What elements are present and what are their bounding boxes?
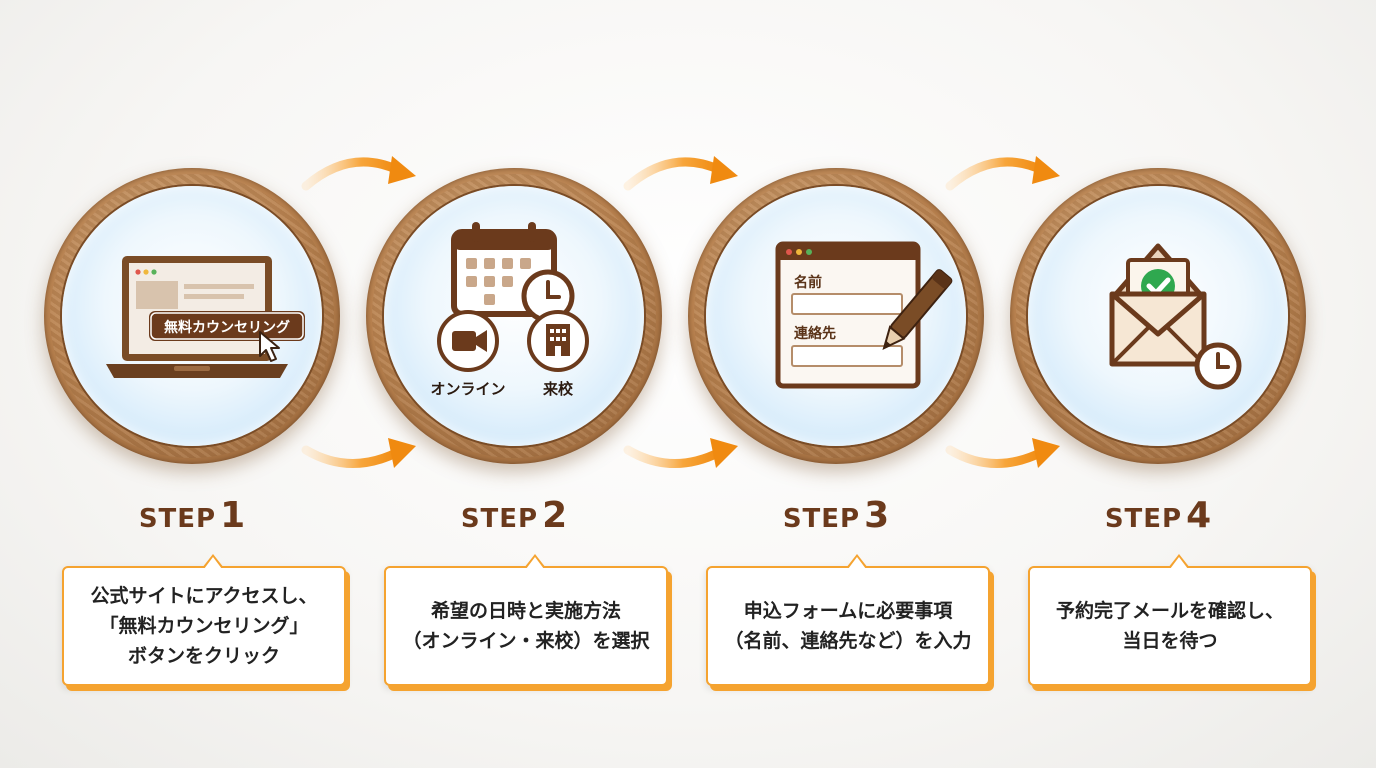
laptop-click-icon: 無料カウンセリング [106, 256, 305, 378]
mail-confirm-icon [1109, 243, 1242, 390]
form-field-contact-label: 連絡先 [794, 325, 836, 342]
step-1-wood-circle: 無料カウンセリング [44, 168, 340, 464]
form-field-name-label: 名前 [794, 274, 822, 291]
arrow-right-icon [301, 156, 416, 191]
step-1-description: 公式サイトにアクセスし、 「無料カウンセリング」 ボタンをクリック [62, 554, 346, 686]
step-3-description: 申込フォームに必要事項 （名前、連絡先など）を入力 [706, 554, 990, 686]
arrow-right-icon [945, 438, 1060, 468]
free-counseling-button-label: 無料カウンセリング [164, 319, 290, 336]
free-counseling-button [149, 311, 305, 341]
arrow-right-icon [623, 438, 738, 468]
step-3-wood-circle: 名前 連絡先 [688, 168, 984, 464]
step-4-wood-circle [1010, 168, 1306, 464]
cursor-icon [259, 331, 280, 362]
arrow-right-icon [945, 156, 1060, 191]
name-field [791, 293, 903, 315]
step-4-description: 予約完了メールを確認し、 当日を待つ [1028, 554, 1312, 686]
form-pen-icon: 名前 連絡先 [775, 241, 953, 389]
calendar-schedule-icon: オンライン 来校 [430, 222, 589, 398]
step-2-description: 希望の日時と実施方法 （オンライン・来校）を選択 [384, 554, 668, 686]
contact-field [791, 345, 903, 367]
pen-icon [882, 269, 953, 351]
step-2-wood-circle: オンライン 来校 [366, 168, 662, 464]
option-online-label: オンライン [430, 380, 505, 398]
option-visit-label: 来校 [542, 380, 574, 398]
arrow-right-icon [301, 438, 416, 468]
arrow-right-icon [623, 156, 738, 191]
